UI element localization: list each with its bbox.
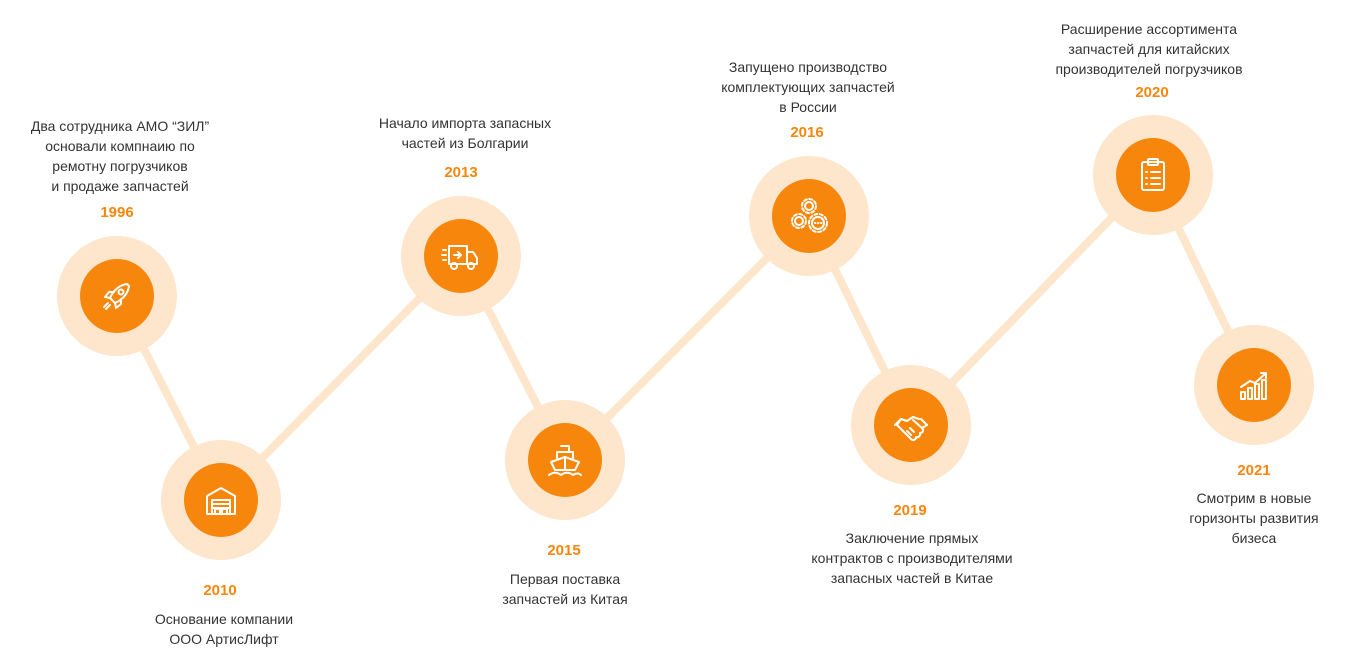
milestone-2013-node: [401, 196, 521, 316]
milestone-2021-description: Смотрим в новые горизонты развития бизес…: [1124, 488, 1356, 548]
desc-line: основали компнаию по: [45, 138, 195, 154]
growth-chart-icon: [1240, 372, 1267, 400]
gears-icon: [791, 198, 828, 233]
milestone-1996-description: Два сотрудника АМО “ЗИЛ” основали компна…: [0, 116, 250, 196]
milestone-2020-node: [1093, 115, 1213, 235]
node-core: [528, 423, 602, 497]
desc-line: запчастей из Китая: [502, 591, 628, 607]
milestone-1996-year: 1996: [100, 204, 134, 221]
milestone-2013-description: Начало импорта запасных частей из Болгар…: [335, 113, 595, 153]
node-core: [874, 388, 948, 462]
desc-line: бизеса: [1231, 530, 1277, 546]
node-core: [1217, 348, 1291, 422]
milestone-2010-year: 2010: [203, 582, 237, 599]
ship-icon: [548, 445, 582, 476]
milestone-2019-description: Заключение прямых контрактов с производи…: [782, 528, 1042, 588]
desc-line: Два сотрудника АМО “ЗИЛ”: [30, 118, 210, 134]
desc-line: комплектующих запчастей: [721, 79, 895, 95]
desc-line: и продаже запчастей: [51, 178, 189, 194]
milestone-2015-year: 2015: [547, 542, 581, 559]
clipboard-icon: [1141, 158, 1165, 191]
milestone-2016-node: [749, 156, 869, 276]
milestone-2020-year: 2020: [1135, 84, 1169, 101]
desc-line: ремотну погрузчиков: [52, 158, 188, 174]
milestone-2016-year: 2016: [790, 124, 824, 141]
desc-line: горизонты развития: [1189, 510, 1319, 526]
desc-line: запчастей для китайских: [1068, 41, 1230, 57]
milestone-1996-node: [57, 236, 177, 356]
delivery-truck-icon: [441, 245, 478, 270]
desc-line: Первая поставка: [509, 571, 621, 587]
milestone-2019-year: 2019: [893, 502, 927, 519]
node-core: [80, 259, 154, 333]
desc-line: частей из Болгарии: [401, 135, 529, 151]
desc-line: Основание компании: [154, 611, 294, 627]
milestone-2020-description: Расширение ассортимента запчастей для ки…: [1019, 19, 1279, 79]
milestone-2015-description: Первая поставка запчастей из Китая: [435, 569, 695, 609]
milestone-2013-year: 2013: [444, 164, 478, 181]
desc-line: Начало импорта запасных: [378, 115, 552, 131]
node-core: [184, 463, 258, 537]
rocket-icon: [103, 283, 130, 310]
connector-lines: [113, 172, 1258, 503]
desc-line: Запущено производство: [728, 59, 888, 75]
milestone-2021-node: [1194, 325, 1314, 445]
milestone-2016-description: Запущено производство комплектующих запч…: [678, 57, 938, 117]
desc-line: Расширение ассортимента: [1060, 21, 1238, 37]
desc-line: запасных частей в Китае: [830, 570, 994, 586]
desc-line: в России: [779, 99, 837, 115]
milestone-2021-year: 2021: [1237, 462, 1271, 479]
desc-line: производителей погрузчиков: [1055, 61, 1243, 77]
desc-line: Заключение прямых: [845, 530, 979, 546]
handshake-icon: [894, 416, 928, 442]
node-core: [772, 179, 846, 253]
milestone-2010-node: [161, 440, 281, 560]
desc-line: контрактов с производителями: [811, 550, 1013, 566]
desc-line: ООО АртисЛифт: [169, 631, 279, 647]
desc-line: Смотрим в новые: [1196, 490, 1312, 506]
milestone-2010-description: Основание компании ООО АртисЛифт: [94, 609, 354, 649]
node-core: [424, 219, 498, 293]
milestone-2015-node: [505, 400, 625, 520]
milestone-2019-node: [851, 365, 971, 485]
node-core: [1116, 138, 1190, 212]
warehouse-icon: [206, 487, 236, 515]
